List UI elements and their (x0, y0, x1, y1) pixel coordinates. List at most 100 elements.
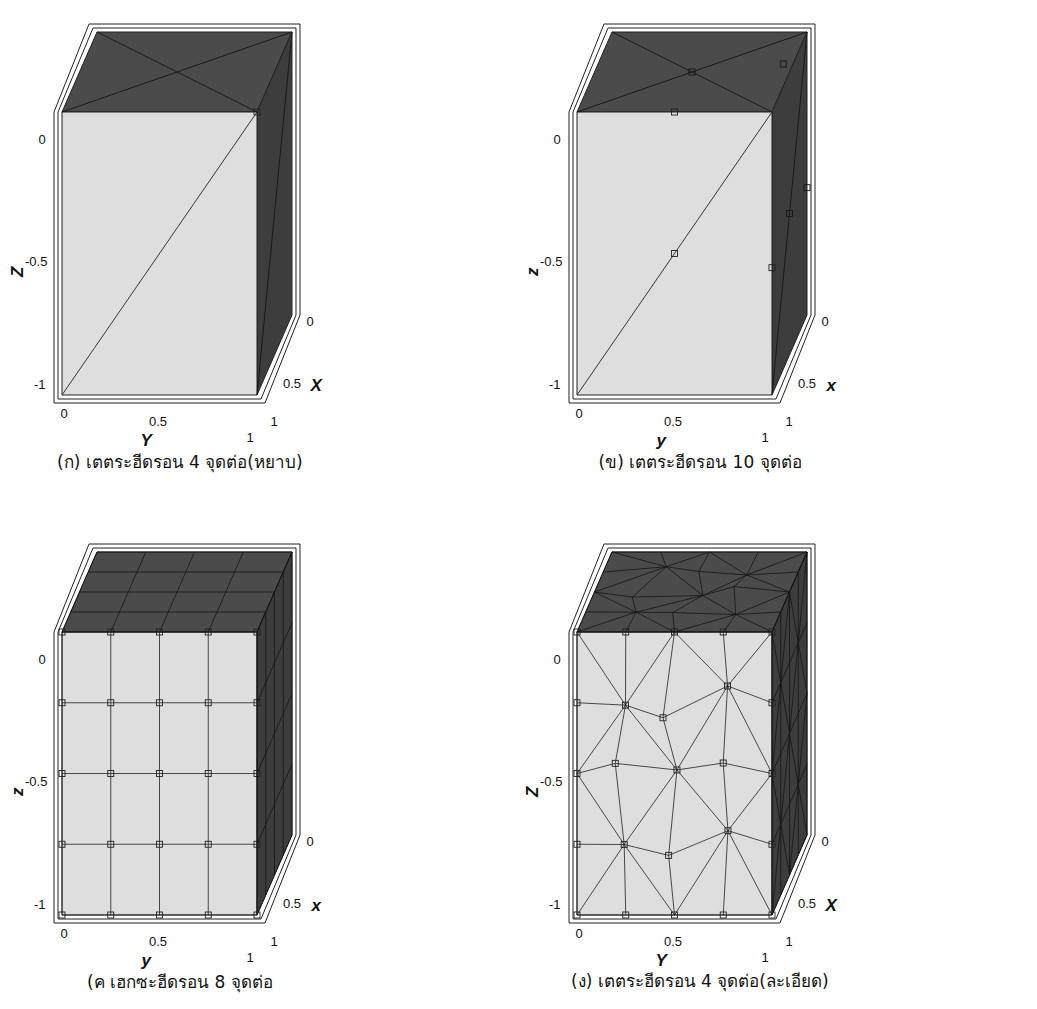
mesh-edge (781, 875, 790, 895)
mesh-edge (283, 784, 284, 855)
cube-plot (54, 544, 300, 923)
y-tick: 0 (576, 927, 583, 942)
mesh-edge (257, 824, 266, 844)
mesh-edge (266, 592, 275, 612)
cube-plot (54, 24, 300, 403)
mesh-edge (168, 592, 177, 612)
mesh-edge (257, 844, 258, 915)
y-tick: 0.5 (149, 935, 167, 950)
mesh-edge (62, 632, 63, 703)
mesh-edge (736, 612, 781, 614)
z-tick: -1 (34, 898, 46, 913)
mesh-node (720, 912, 726, 918)
mesh-node (205, 700, 211, 706)
axis-title: Z (8, 267, 28, 277)
mesh-edge (661, 552, 667, 567)
y-tick: 0 (61, 927, 68, 942)
mesh-edge (80, 592, 129, 593)
mesh-edge (625, 705, 663, 718)
mesh-edge (110, 844, 111, 915)
mesh-edge (257, 632, 258, 703)
mesh-node (787, 211, 793, 217)
front-face (62, 112, 257, 395)
mesh-edge (780, 683, 781, 754)
mesh-edge (275, 855, 284, 875)
mesh-edge (728, 831, 772, 845)
mesh-edge (798, 572, 799, 643)
mesh-edge (723, 686, 727, 763)
mesh-edge (275, 572, 284, 592)
mesh-edge (772, 844, 773, 915)
mesh-edge (226, 592, 275, 593)
mesh-edge (110, 774, 111, 845)
mesh-edge (663, 718, 677, 770)
mesh-edge (577, 612, 586, 632)
panel-caption: (ง) เตตระฮีดรอน 4 จุดต่อ(ละเอียด) (571, 972, 829, 992)
y-tick: 1 (247, 951, 254, 966)
mesh-edge (772, 632, 781, 683)
right-face (257, 32, 292, 395)
mesh-edge (137, 572, 186, 573)
mesh-edge (723, 632, 772, 633)
mesh-edge (624, 845, 674, 915)
mesh-edge (734, 587, 789, 592)
mesh-node (59, 841, 65, 847)
x-tick: 0.5 (798, 897, 816, 912)
mesh-edge (723, 763, 772, 773)
mesh-edge (798, 835, 807, 855)
mesh-edge (111, 702, 160, 703)
panel-caption: (ก) เตตระฮีดรอน 4 จุดต่อ(หยาบ) (57, 453, 303, 473)
mesh-edge (111, 773, 160, 774)
mesh-edge (807, 623, 808, 694)
mesh-edge (274, 663, 275, 734)
mesh-edge (577, 774, 578, 845)
mesh-edge (780, 754, 781, 825)
x-tick: 1 (271, 935, 278, 950)
mesh-edge (586, 612, 636, 613)
mesh-edge (265, 824, 266, 895)
mesh-node (804, 185, 810, 191)
mesh-edge (62, 612, 71, 632)
y-tick: 0 (576, 407, 583, 422)
mesh-node (205, 912, 211, 918)
mesh-edge (168, 612, 217, 613)
mesh-edge (160, 915, 209, 916)
mesh-edge (62, 773, 111, 774)
axis-frame (569, 24, 815, 403)
mesh-edge (703, 595, 736, 614)
mesh-edge (624, 770, 677, 845)
mesh-edge (772, 844, 773, 915)
mesh-edge (710, 552, 759, 553)
mesh-edge (257, 754, 266, 774)
mesh-edge (577, 915, 626, 916)
mesh-edge (661, 552, 710, 553)
mesh-node (689, 69, 695, 75)
x-tick: 1 (786, 415, 793, 430)
mesh-edge (781, 804, 790, 824)
mesh-edge (208, 844, 257, 845)
mesh-edge (111, 612, 120, 632)
mesh-edge (577, 612, 636, 632)
mesh-edge (160, 702, 209, 703)
axis-frame (573, 28, 811, 399)
mesh-node (612, 760, 618, 766)
mesh-edge (111, 915, 160, 916)
mesh-node (157, 841, 163, 847)
mesh-edge (257, 703, 258, 774)
mesh-edge (292, 552, 293, 623)
mesh-edge (88, 552, 97, 572)
mesh-edge (710, 552, 747, 575)
z-tick: 0 (39, 133, 46, 148)
mesh-edge (283, 552, 292, 572)
mesh-edge (789, 663, 790, 734)
axis-title: z (8, 788, 28, 797)
mesh-edge (723, 614, 735, 632)
mesh-edge (257, 895, 266, 915)
mesh-edge (257, 844, 258, 915)
mesh-edge (781, 824, 790, 875)
axis-frame (569, 544, 815, 923)
y-tick: 0.5 (664, 415, 682, 430)
mesh-edge (772, 703, 773, 774)
mesh-node (59, 771, 65, 777)
mesh-edge (160, 773, 209, 774)
